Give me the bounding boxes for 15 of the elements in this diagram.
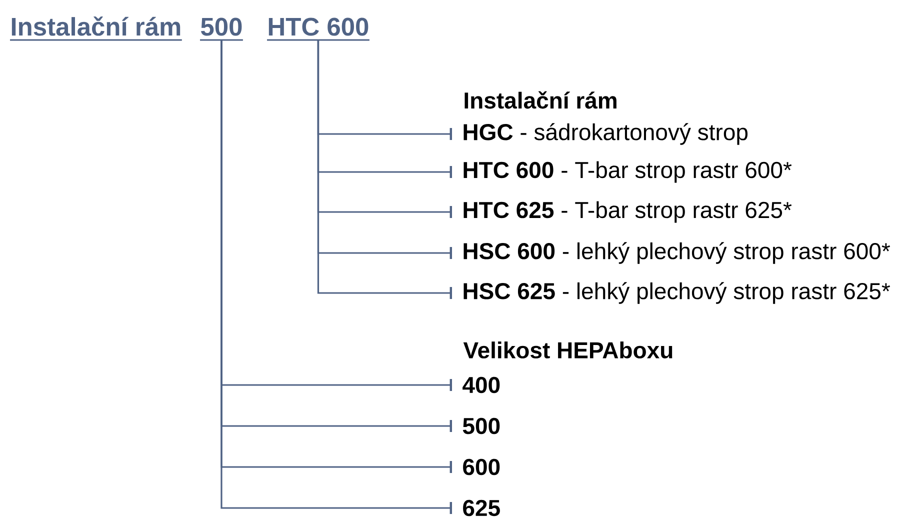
option-text: HSC 600 - lehký plechový strop rastr 600* bbox=[464, 242, 890, 264]
group-heading: Velikost HEPAboxu bbox=[463, 342, 672, 358]
code-segment: HTC 600 bbox=[267, 18, 370, 41]
connector-line bbox=[317, 40, 452, 299]
option-text: 400 bbox=[462, 376, 500, 394]
option-text: HTC 600 - T-bar strop rastr 600* bbox=[464, 161, 792, 183]
option-text: HTC 625 - T-bar strop rastr 625* bbox=[464, 201, 792, 223]
option-text: 625 bbox=[463, 500, 500, 516]
code-segment: 500 bbox=[200, 18, 243, 41]
option-text: 500 bbox=[462, 418, 500, 434]
code-segment: Instalační rám bbox=[10, 16, 182, 41]
group-heading: Instalační rám bbox=[464, 91, 616, 109]
option-text: HGC - sádrokartonový strop bbox=[464, 123, 748, 145]
option-text: HSC 625 - lehký plechový strop rastr 625* bbox=[464, 282, 890, 304]
option-text: 600 bbox=[463, 458, 500, 476]
